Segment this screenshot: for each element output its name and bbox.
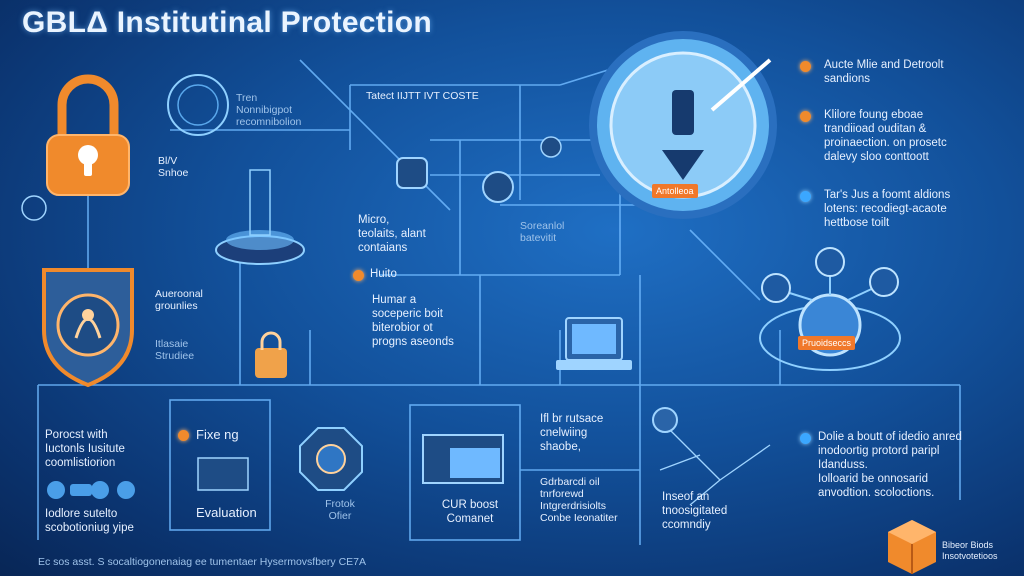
globe-shield-icon (589, 31, 777, 219)
marker-orange-icon (800, 111, 811, 122)
label-inseof: Inseof an tnoosigitated ccomndiy (662, 491, 728, 531)
padlock-icon (46, 74, 130, 196)
marker-fixe (178, 430, 189, 441)
label-itlasaie: Itlasaie Strudiee (155, 338, 195, 362)
label-tatect: Tatect IIJTT IVT COSTE (366, 90, 479, 102)
label-porocst: Porocst with Iuctonls Iusitute coomlisti… (45, 429, 125, 469)
label-soreanlol: Soreanlol batevitit (520, 220, 565, 244)
label-tren: Tren Nonnibigpot recomnibolion (236, 92, 302, 128)
marker-huito (353, 270, 364, 281)
label-huito-body: Humar a soceperic boit biterobior ot pro… (372, 294, 454, 348)
label-huito: Huito (370, 268, 397, 280)
marker-blue-icon (800, 433, 811, 444)
label-evaluation: Evaluation (196, 505, 257, 520)
right-point: Aucte Mlie and Detroolt sandions (800, 58, 1010, 108)
label-fixe: Fixe ng (196, 427, 239, 442)
marker-orange-icon (800, 61, 811, 72)
right-point-text: Aucte Mlie and Detroolt sandions (824, 59, 944, 85)
label-iodlore: Iodlore sutelto scobotioniug yipe (45, 508, 134, 534)
label-frotok: Frotok Ofier (325, 498, 355, 522)
right-point: Tar's Jus a foomt aldions lotens: recodi… (800, 188, 1010, 238)
small-lock-icon (255, 331, 287, 378)
right-point-text: Tar's Jus a foomt aldions lotens: recodi… (824, 189, 951, 229)
right-point-text: Klilore foung eboae trandiioad ouditan &… (824, 109, 947, 163)
marker-blue-icon (800, 191, 811, 202)
laptop-icon (556, 317, 632, 370)
right-point-text: Dolie a boutt of idedio anred inodoortig… (818, 431, 962, 499)
box-logo-icon (888, 520, 936, 574)
label-aueroonal: Aueroonal grounlies (155, 288, 203, 312)
label-ifl: Ifl br rutsace cnelwiing shaobe, (540, 413, 604, 453)
right-points: Aucte Mlie and Detroolt sandions Klilore… (800, 58, 1010, 238)
label-blv: Bl/V Snhoe (158, 155, 189, 179)
shield-emblem-icon (42, 268, 134, 388)
logo-text: Bibeor Biods Insotvotetioos (942, 540, 998, 561)
hub-network-icon (759, 247, 901, 371)
right-point: Klilore foung eboae trandiioad ouditan &… (800, 108, 1010, 188)
page-title: GBLΔ Institutinal Protection (22, 6, 432, 39)
footer-text: Ec sos asst. S socaltiogonenaiag ee tume… (38, 556, 366, 568)
label-cur-boost: CUR boost Comanet (441, 499, 499, 525)
shield-badge: Antolleoa (652, 184, 698, 198)
label-gdrbar: Gdrbarcdi oil tnrforewd Intgrerdrisiolts… (540, 476, 618, 524)
label-micro: Micro, teolaits, alant contaians (358, 214, 426, 254)
hub-badge: Pruoidseccs (798, 336, 856, 350)
